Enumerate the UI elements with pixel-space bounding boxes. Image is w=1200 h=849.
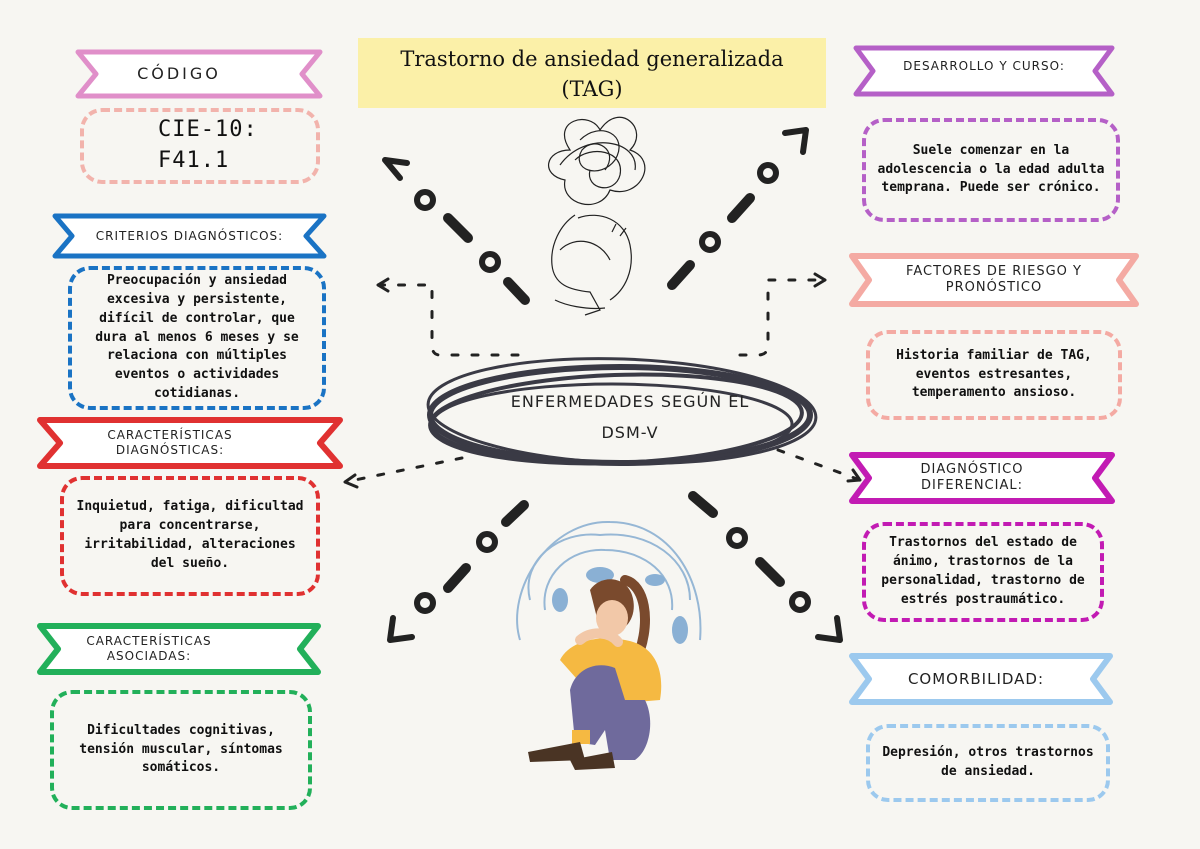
- box-codigo: CIE-10: F41.1: [80, 108, 320, 184]
- center-label: ENFERMEDADES SEGÚN EL DSM-V: [510, 392, 750, 442]
- heading-diferencial: DIAGNÓSTICO DIFERENCIAL:: [920, 461, 1024, 493]
- ribbon-caracteristicas-asoc-shape: [37, 623, 321, 675]
- arrow-up-right: [667, 127, 809, 290]
- arrow-down-right: [688, 491, 843, 643]
- ribbon-desarrollo-shape: [853, 45, 1115, 97]
- connector-caracteristicas-diag: [343, 456, 464, 489]
- ribbon-caracteristicas-diag-shape: [37, 417, 343, 469]
- box-caracteristicas-asoc: Dificultades cognitivas, tensión muscula…: [50, 690, 312, 810]
- ribbon-criterios-shape: [52, 213, 327, 259]
- box-comorbilidad: Depresión, otros trastornos de ansiedad.: [866, 724, 1110, 802]
- heading-caracteristicas-diag: CARACTERÍSTICAS DIAGNÓSTICAS:: [107, 428, 233, 457]
- arrow-up-left: [382, 157, 530, 305]
- heading-factores: FACTORES DE RIESGO Y PRONÓSTICO: [906, 263, 1082, 295]
- ribbon-comorbilidad-shape: [849, 653, 1113, 705]
- heading-caracteristicas-asoc: CARACTERÍSTICAS ASOCIADAS:: [86, 634, 212, 663]
- box-desarrollo: Suele comenzar en la adolescencia o la e…: [862, 118, 1120, 222]
- center-scribble-ellipse: [426, 357, 818, 466]
- page-title: Trastorno de ansiedad generalizada (TAG): [400, 47, 784, 102]
- box-caracteristicas-diag: Inquietud, fatiga, dificultad para conce…: [60, 476, 320, 596]
- top-illustration: [547, 116, 646, 316]
- connector-diferencial: [776, 448, 862, 483]
- arrow-down-left: [387, 500, 529, 643]
- connector-criterios: [376, 277, 520, 357]
- connector-factores: [738, 272, 827, 357]
- bottom-illustration: [516, 520, 702, 770]
- ribbon-factores-shape: [849, 253, 1139, 307]
- heading-desarrollo: DESARROLLO Y CURSO:: [903, 58, 1065, 73]
- heading-comorbilidad: COMORBILIDAD:: [907, 669, 1045, 688]
- title-highlight: [358, 38, 826, 108]
- ribbon-codigo-shape: [75, 49, 323, 99]
- box-criterios: Preocupación y ansiedad excesiva y persi…: [68, 266, 326, 410]
- box-factores: Historia familiar de TAG, eventos estres…: [866, 330, 1122, 420]
- heading-codigo: CÓDIGO: [137, 64, 221, 83]
- ribbon-diferencial-shape: [849, 452, 1115, 504]
- box-diferencial: Trastornos del estado de ánimo, trastorn…: [862, 522, 1104, 622]
- heading-criterios: CRITERIOS DIAGNÓSTICOS:: [95, 228, 284, 243]
